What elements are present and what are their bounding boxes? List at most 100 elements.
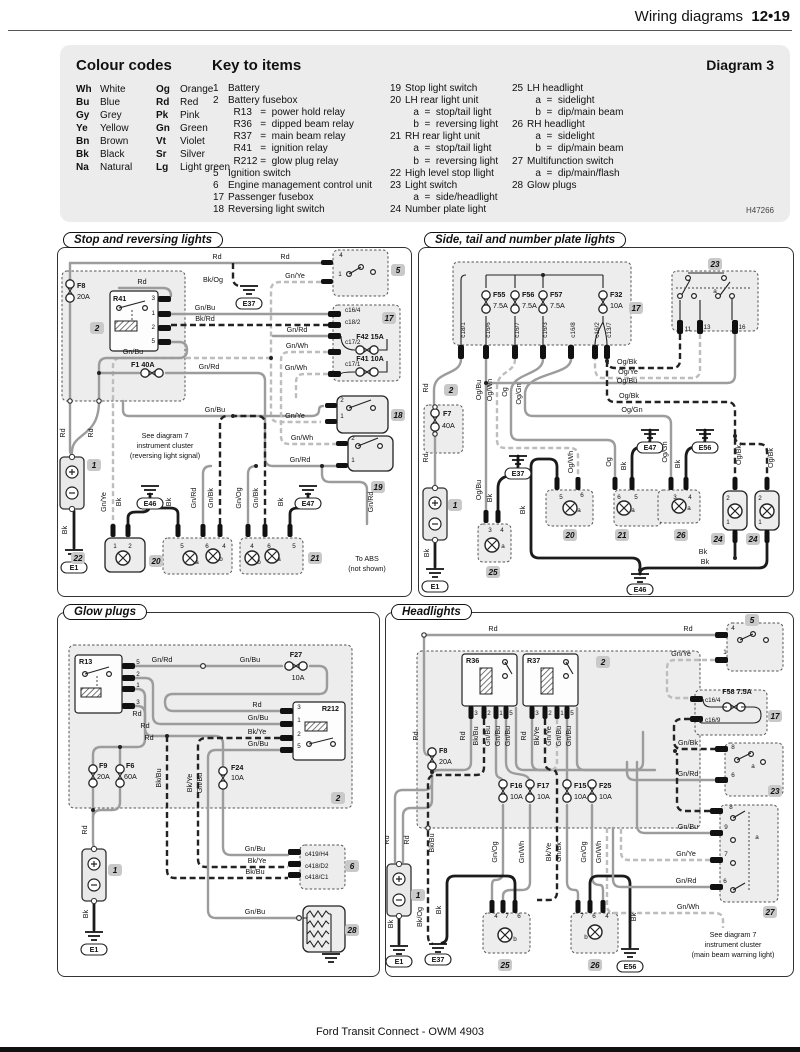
svg-text:21: 21 bbox=[309, 554, 320, 563]
svg-text:Gn/Bu: Gn/Bu bbox=[245, 844, 265, 853]
fusebox-17-detail bbox=[690, 696, 762, 724]
svg-text:10A: 10A bbox=[292, 673, 305, 682]
svg-text:F17: F17 bbox=[537, 781, 549, 790]
svg-text:F57: F57 bbox=[550, 290, 562, 299]
svg-text:Rd: Rd bbox=[132, 709, 141, 718]
svg-text:10A: 10A bbox=[510, 792, 523, 801]
svg-text:17: 17 bbox=[631, 304, 641, 313]
panel-title-side: Side, tail and number plate lights bbox=[424, 232, 627, 248]
svg-text:22: 22 bbox=[72, 554, 83, 563]
key-item: R212 = glow plug relay bbox=[228, 155, 339, 167]
svg-text:7.5A: 7.5A bbox=[550, 301, 565, 310]
bulb-24a bbox=[727, 503, 743, 519]
components bbox=[74, 654, 359, 963]
svg-text:Rd: Rd bbox=[421, 383, 430, 392]
svg-text:Bk/Og: Bk/Og bbox=[203, 275, 223, 284]
key-item: R13 = power hold relay bbox=[228, 107, 346, 119]
ground-e37 bbox=[235, 285, 263, 310]
components bbox=[59, 260, 405, 574]
ground-e47 bbox=[636, 429, 664, 454]
svg-text:F16: F16 bbox=[510, 781, 522, 790]
svg-text:9: 9 bbox=[724, 824, 728, 831]
svg-text:b: b bbox=[513, 936, 517, 943]
passenger-fusebox-17 bbox=[332, 304, 401, 382]
rh-rear-light-21 bbox=[613, 489, 662, 527]
svg-text:Rd: Rd bbox=[402, 835, 411, 844]
svg-text:E1: E1 bbox=[70, 563, 79, 572]
svg-text:6: 6 bbox=[731, 772, 735, 779]
svg-text:Rd: Rd bbox=[488, 624, 497, 633]
svg-text:Rd: Rd bbox=[385, 835, 391, 844]
panel-title-glow: Glow plugs bbox=[63, 604, 147, 620]
svg-text:Gn/Bk: Gn/Bk bbox=[251, 488, 260, 508]
ecu-pins bbox=[288, 849, 301, 878]
svg-text:5: 5 bbox=[396, 266, 401, 275]
key-item: b = reversing light bbox=[405, 155, 499, 167]
svg-text:6: 6 bbox=[723, 878, 727, 885]
svg-text:c16/8: c16/8 bbox=[570, 322, 577, 338]
svg-text:11: 11 bbox=[685, 326, 692, 333]
svg-text:F1 40A: F1 40A bbox=[131, 360, 155, 369]
svg-text:5: 5 bbox=[509, 710, 513, 717]
svg-text:6: 6 bbox=[350, 862, 355, 871]
svg-text:F32: F32 bbox=[610, 290, 622, 299]
svg-text:E46: E46 bbox=[144, 499, 157, 508]
bulb-20b bbox=[205, 548, 221, 564]
svg-text:E56: E56 bbox=[699, 443, 712, 452]
svg-text:a: a bbox=[751, 763, 755, 770]
svg-text:8: 8 bbox=[731, 744, 735, 751]
lamp-pins bbox=[110, 524, 293, 537]
svg-text:Rd: Rd bbox=[458, 731, 467, 740]
svg-text:Gn/Bu: Gn/Bu bbox=[245, 907, 265, 916]
svg-text:1: 1 bbox=[136, 682, 140, 689]
svg-text:6: 6 bbox=[592, 913, 596, 920]
svg-text:Gn/Wh: Gn/Wh bbox=[286, 341, 308, 350]
svg-text:Gn/Og: Gn/Og bbox=[234, 487, 243, 508]
relay-r212 bbox=[292, 701, 346, 761]
components bbox=[421, 258, 775, 595]
svg-text:1: 1 bbox=[499, 710, 503, 717]
svg-text:1: 1 bbox=[113, 543, 117, 550]
svg-text:5: 5 bbox=[559, 494, 563, 501]
panel-stop bbox=[57, 247, 412, 597]
svg-text:2: 2 bbox=[297, 731, 301, 738]
svg-text:Og/Bk: Og/Bk bbox=[734, 445, 743, 465]
battery-symbol bbox=[59, 453, 85, 513]
svg-text:R37: R37 bbox=[527, 656, 540, 665]
svg-text:Gn/Rd: Gn/Rd bbox=[366, 492, 375, 513]
svg-text:5: 5 bbox=[292, 543, 296, 550]
key-item: a = sidelight bbox=[527, 95, 595, 107]
svg-text:4: 4 bbox=[250, 543, 254, 550]
svg-text:a: a bbox=[195, 559, 199, 566]
svg-text:3: 3 bbox=[673, 494, 677, 501]
ground-e46 bbox=[136, 485, 164, 510]
svg-text:Gn/Rd: Gn/Rd bbox=[189, 488, 198, 509]
svg-text:(not shown): (not shown) bbox=[348, 564, 386, 573]
svg-text:20A: 20A bbox=[77, 292, 90, 301]
ground-e56 bbox=[616, 948, 644, 973]
svg-text:Bk: Bk bbox=[422, 548, 431, 557]
ground-e1 bbox=[421, 568, 449, 593]
svg-text:5: 5 bbox=[634, 494, 638, 501]
svg-text:23: 23 bbox=[769, 787, 780, 796]
reference-code: H47266 bbox=[745, 206, 774, 215]
bulb-20a bbox=[562, 500, 578, 516]
svg-text:Gn/Wh: Gn/Wh bbox=[517, 841, 526, 863]
key-item: b = reversing light bbox=[405, 119, 499, 131]
svg-text:Gn/Ye: Gn/Ye bbox=[671, 649, 691, 658]
svg-text:To ABS: To ABS bbox=[355, 554, 379, 563]
svg-text:c17/1: c17/1 bbox=[345, 361, 361, 368]
svg-text:c16/3: c16/3 bbox=[542, 322, 549, 338]
svg-text:1: 1 bbox=[351, 457, 355, 464]
svg-text:3: 3 bbox=[488, 527, 492, 534]
svg-text:5: 5 bbox=[750, 616, 755, 625]
key-to-items-title: Key to items bbox=[212, 57, 302, 74]
switch-23-detail bbox=[677, 274, 738, 334]
